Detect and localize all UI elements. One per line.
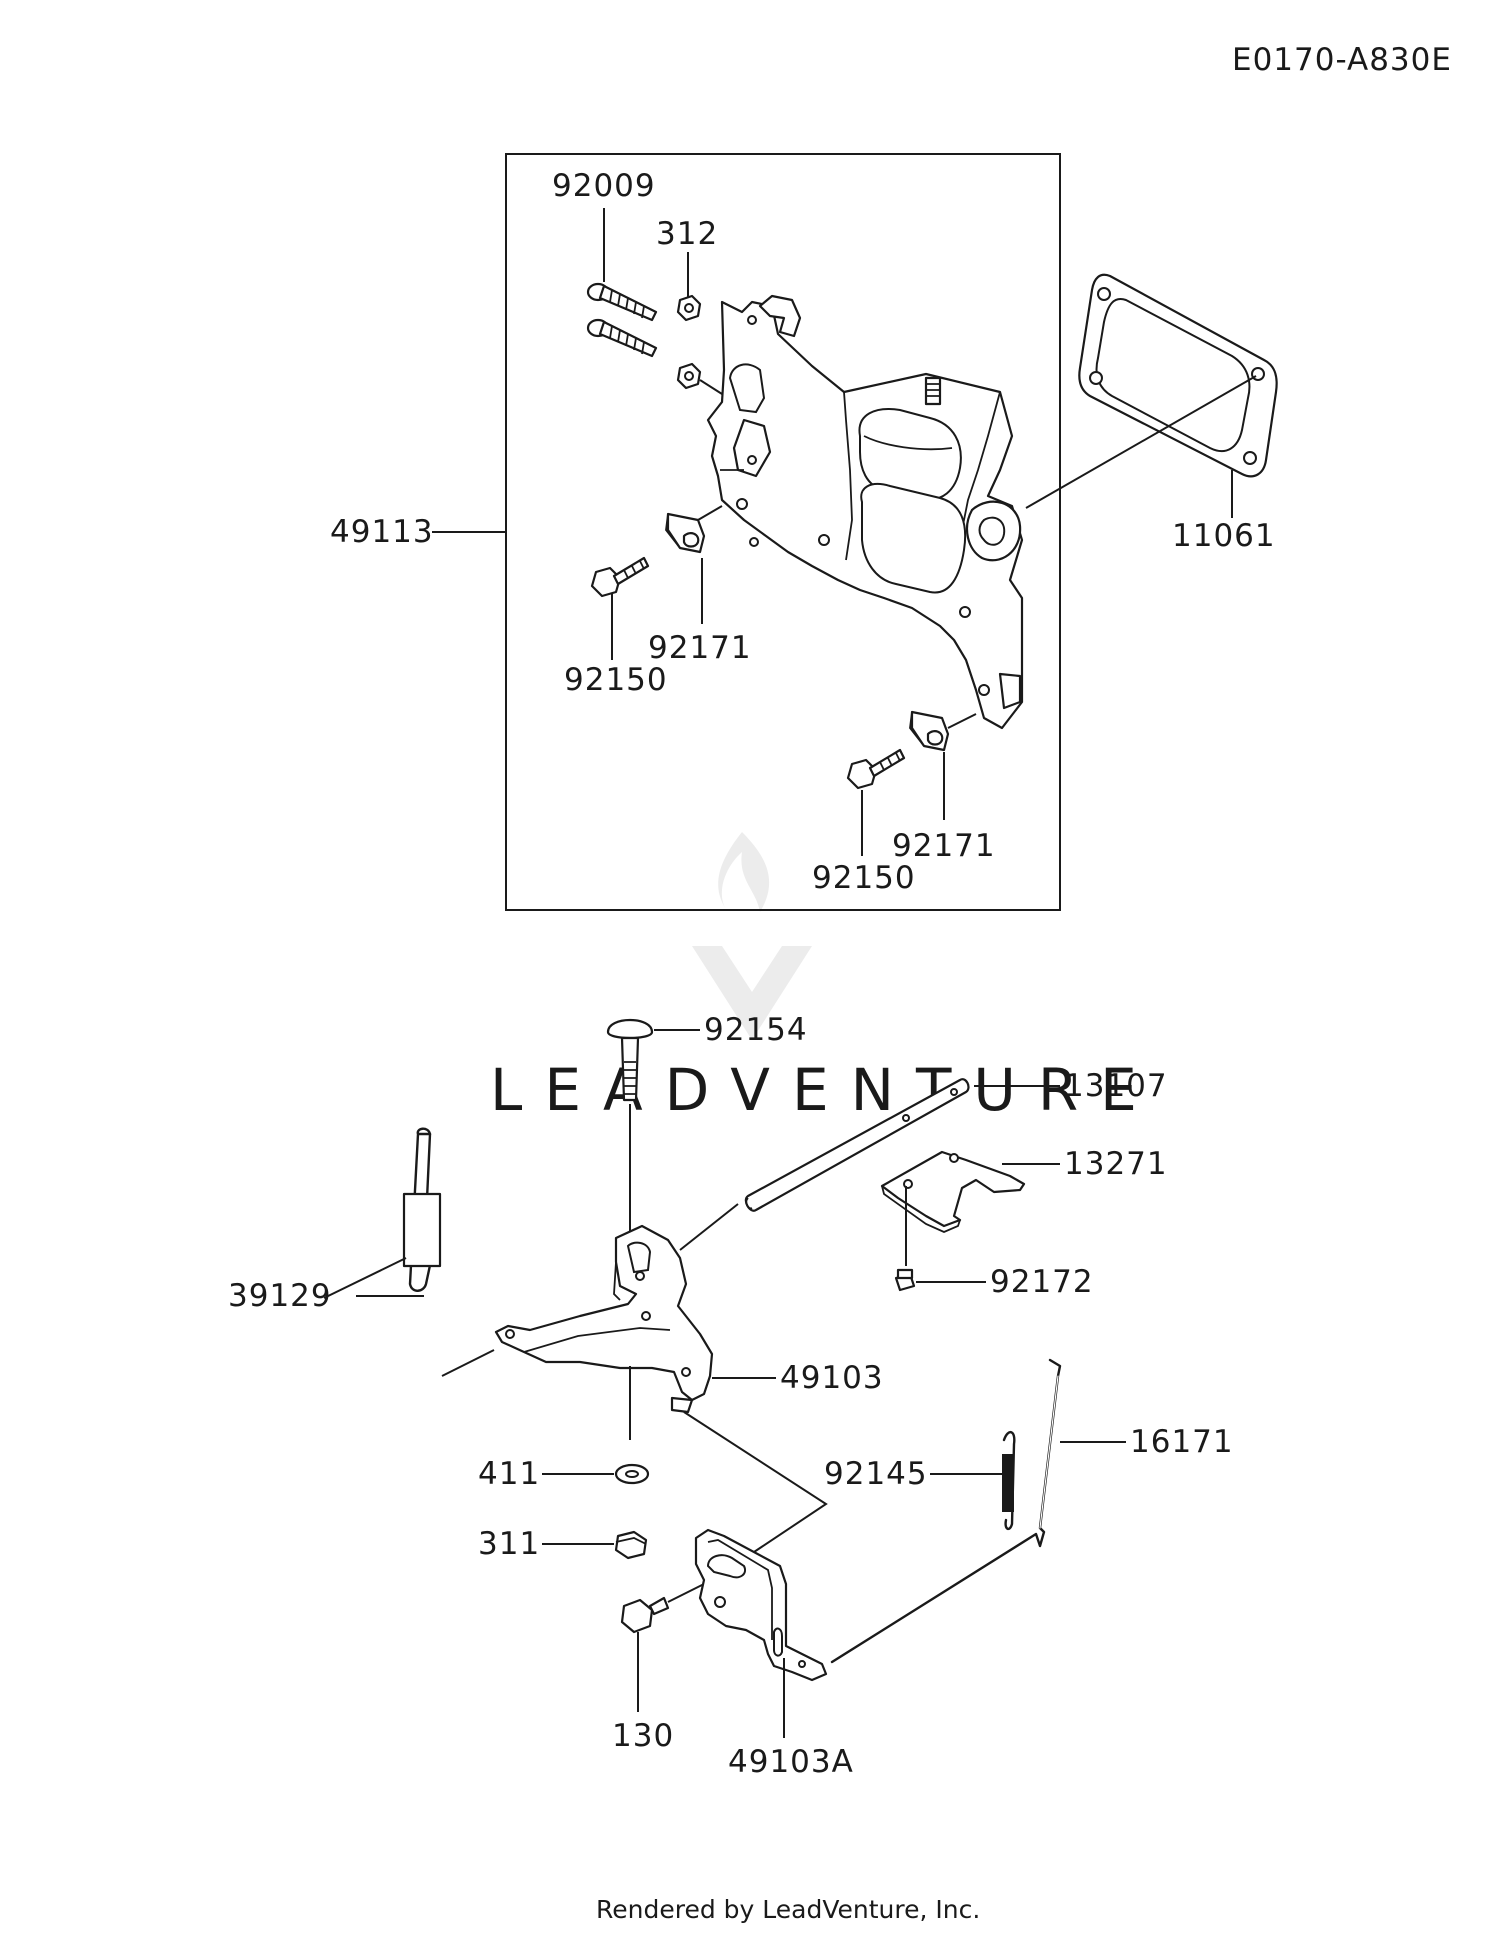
watermark-text: LEADVENTURE (490, 1056, 1159, 1124)
screw-92150-b (846, 748, 906, 790)
label-49103: 49103 (780, 1360, 884, 1396)
clip-92171-a (665, 512, 706, 554)
diagram-code: E0170-A830E (1232, 42, 1452, 78)
label-49113: 49113 (330, 514, 434, 550)
label-312: 312 (656, 216, 718, 252)
spring-39129 (402, 1127, 442, 1292)
label-13107: 13107 (1064, 1068, 1168, 1104)
label-92150-lower: 92150 (812, 860, 916, 896)
label-16171: 16171 (1130, 1424, 1234, 1460)
label-92171-upper: 92171 (648, 630, 752, 666)
bolt-92154 (606, 1019, 654, 1102)
label-92009: 92009 (552, 168, 656, 204)
watermark-logo (692, 832, 812, 1040)
bracket-49103A (694, 1528, 828, 1682)
governor-shaft-13107 (744, 1078, 970, 1212)
screw-92150-a (590, 556, 650, 598)
label-92145: 92145 (824, 1456, 928, 1492)
nut-312-b (676, 362, 702, 390)
screw-92172 (894, 1268, 916, 1292)
footer-credit: Rendered by LeadVenture, Inc. (596, 1895, 980, 1924)
label-311: 311 (478, 1526, 540, 1562)
washer-411 (614, 1463, 650, 1485)
label-130: 130 (612, 1718, 674, 1754)
label-49103A: 49103A (728, 1744, 854, 1780)
gasket-11061 (1078, 273, 1278, 478)
clip-92171-b (909, 710, 950, 752)
rod-16171 (830, 1358, 1062, 1664)
bolt-92009-a (586, 282, 658, 322)
label-13271: 13271 (1064, 1146, 1168, 1182)
nut-312-a (676, 294, 702, 322)
label-39129: 39129 (228, 1278, 332, 1314)
screw-130 (620, 1596, 670, 1634)
label-92172: 92172 (990, 1264, 1094, 1300)
label-92171-lower: 92171 (892, 828, 996, 864)
bracket-13271 (880, 1150, 1026, 1233)
label-92150-upper: 92150 (564, 662, 668, 698)
spring-92145 (1002, 1431, 1016, 1531)
label-411: 411 (478, 1456, 540, 1492)
label-11061: 11061 (1172, 518, 1276, 554)
bolt-92009-b (586, 318, 658, 358)
control-panel-plate (706, 294, 1024, 730)
label-92154: 92154 (704, 1012, 808, 1048)
nut-311 (614, 1530, 648, 1560)
governor-lever-49103 (494, 1224, 714, 1414)
